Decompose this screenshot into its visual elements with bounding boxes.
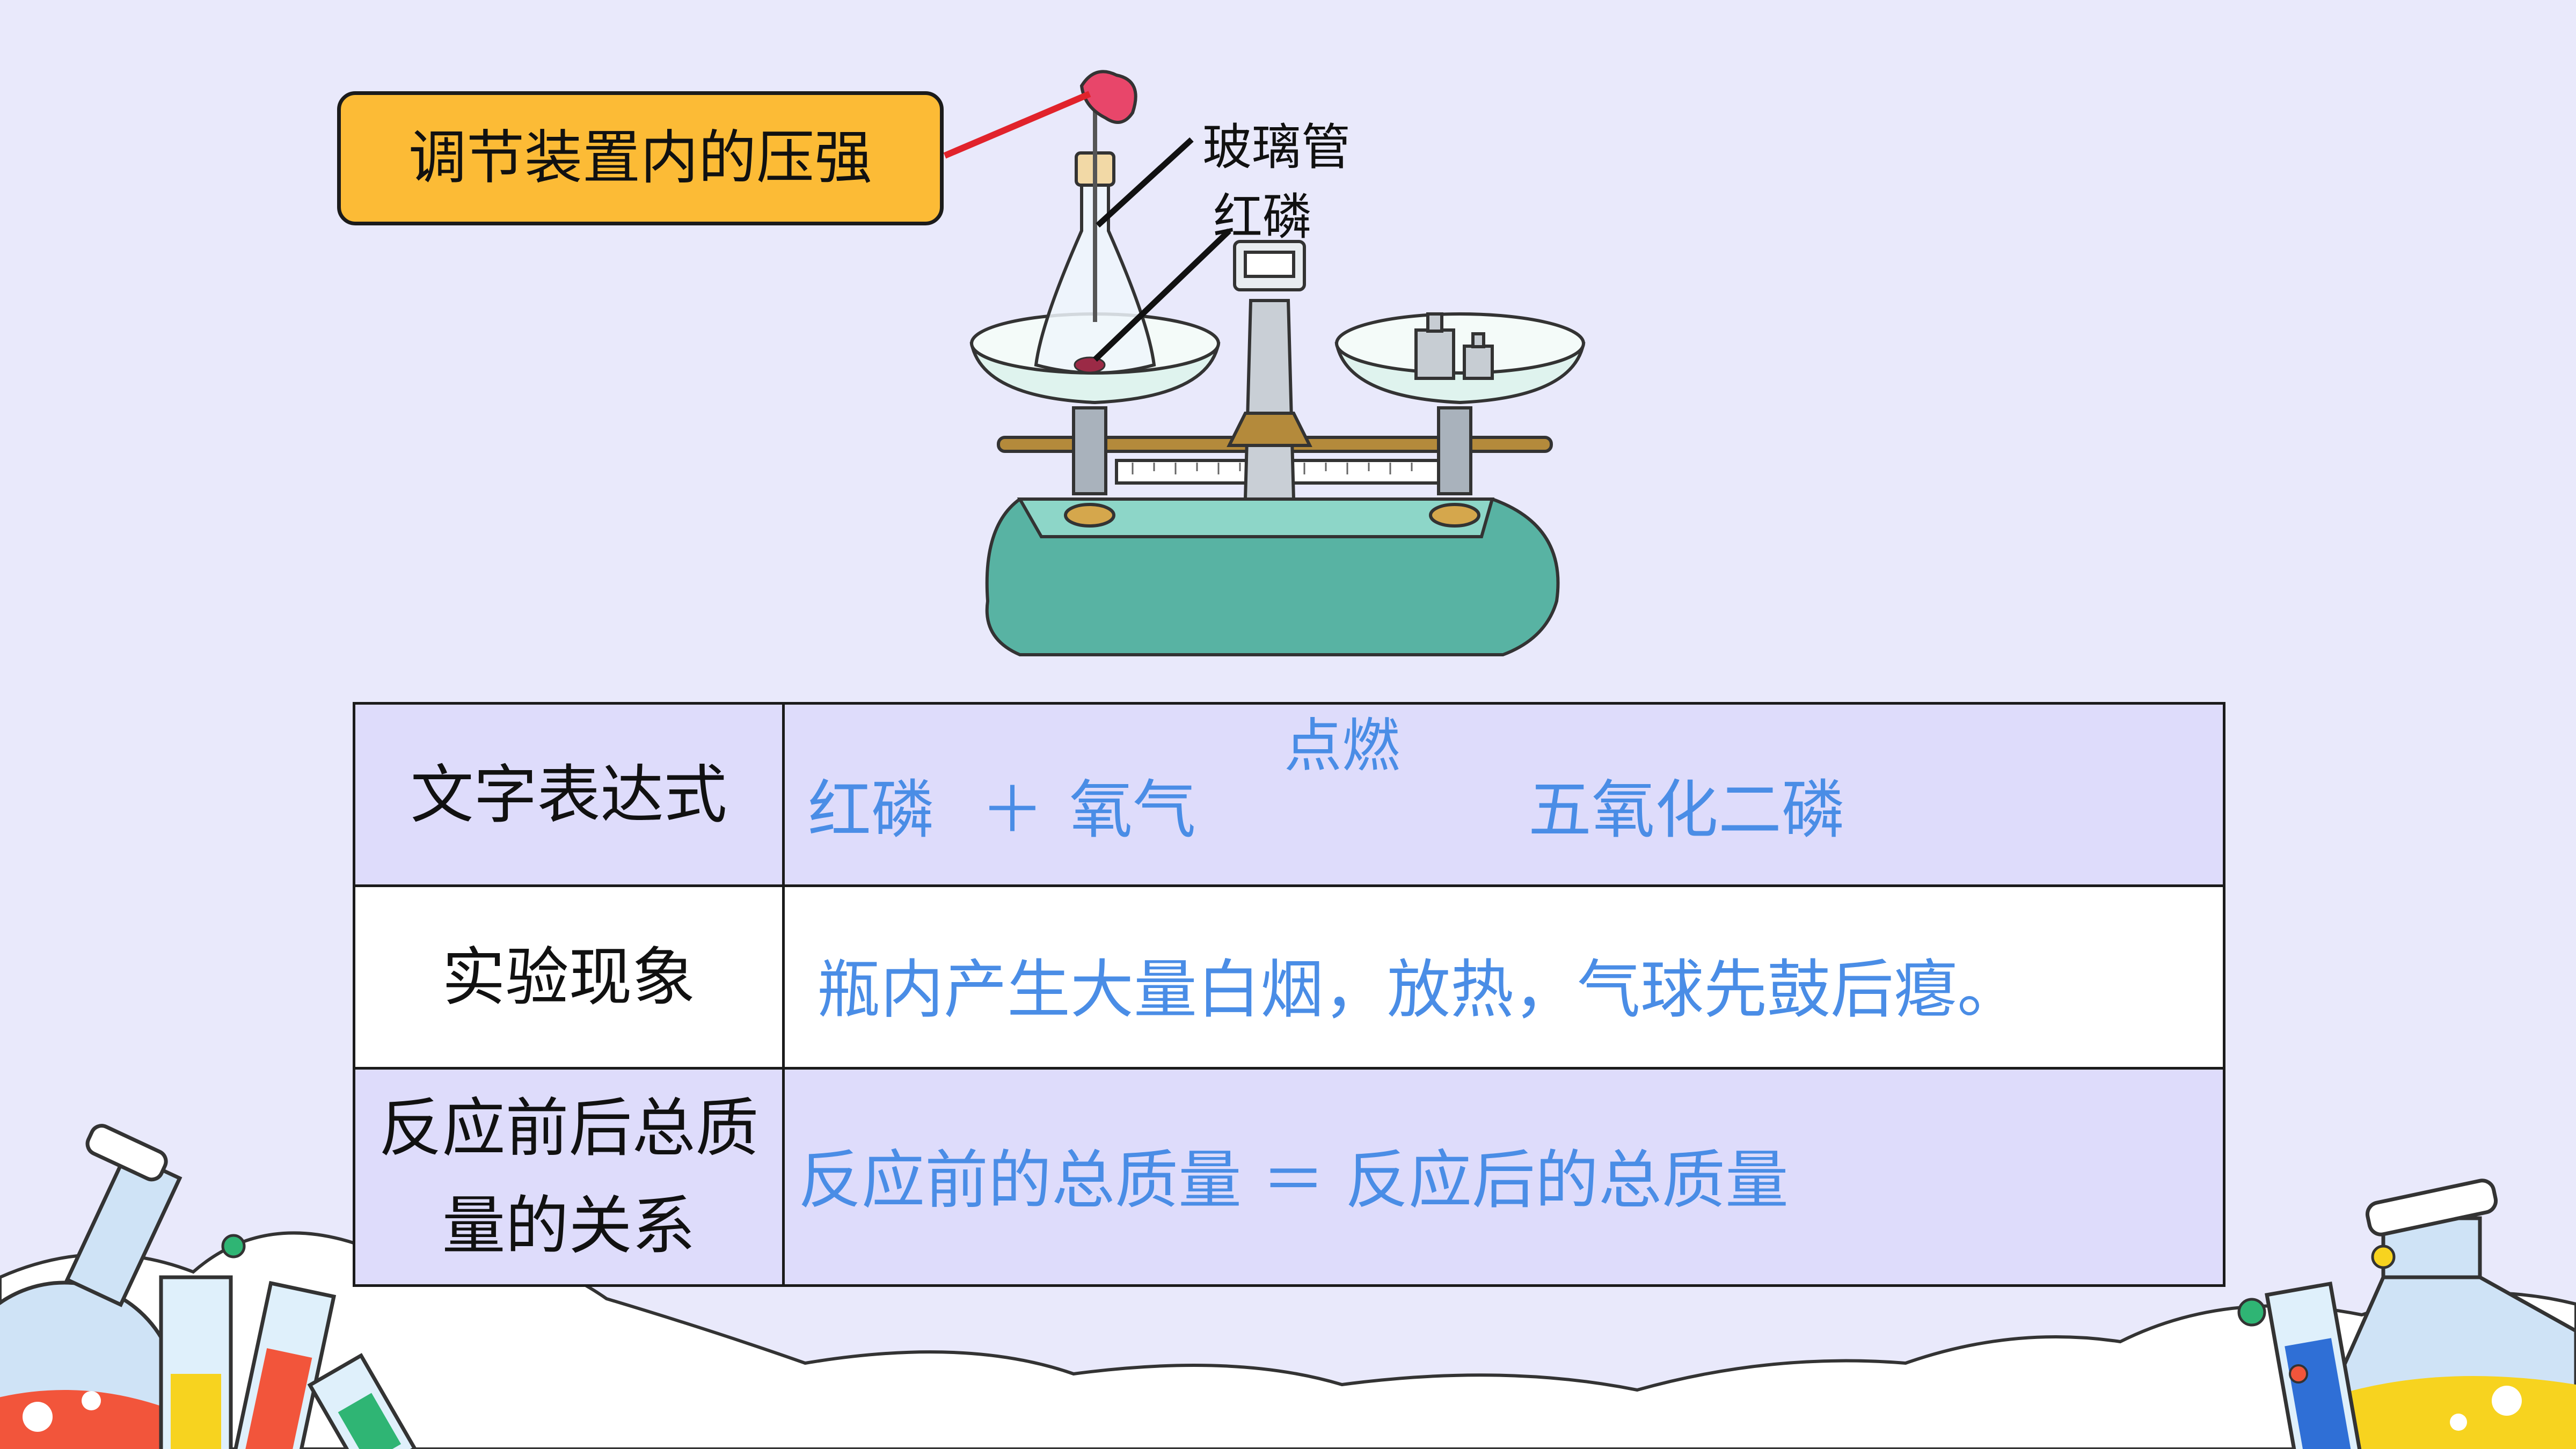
table-row: 文字表达式 红磷 ＋ 氧气 点燃 五氧化二磷 (355, 705, 2223, 887)
red-phosphorus (1074, 356, 1106, 374)
red-phosphorus-label: 红磷 (1213, 188, 1312, 246)
row-header-phenomenon: 实验现象 (355, 887, 785, 1067)
row-header-word-equation: 文字表达式 (355, 705, 785, 884)
glass-tube-pointer-line (1096, 137, 1194, 228)
weight-small (1463, 345, 1494, 380)
red-phosphorus-pointer-line (1093, 229, 1231, 362)
flask-decoration-left (0, 1124, 418, 1449)
mass-relation-text: 反应前的总质量 ＝ 反应后的总质量 (798, 1143, 1789, 1217)
reaction-condition: 点燃 (1284, 713, 1400, 780)
reactant-oxygen: 氧气 (1069, 773, 1196, 847)
callout-pointer-line (943, 91, 1091, 159)
reactant-phosphorus: 红磷 (808, 773, 935, 847)
table-row: 实验现象 瓶内产生大量白烟，放热，气球先鼓后瘪。 (355, 887, 2223, 1070)
plus-sign: ＋ (981, 773, 1045, 847)
balloon (1079, 70, 1137, 124)
weight-large (1414, 328, 1455, 380)
glass-tube-label: 玻璃管 (1202, 119, 1351, 176)
callout-text: 调节装置内的压强 (408, 125, 872, 192)
flask-decoration-right (2237, 1179, 2576, 1449)
phenomenon-text: 瓶内产生大量白烟，放热，气球先鼓后瘪。 (817, 953, 2021, 1027)
row-header-mass-relation: 反应前后总质量的关系 (355, 1070, 785, 1284)
table-row: 反应前后总质量的关系 反应前的总质量 ＝ 反应后的总质量 (355, 1070, 2223, 1284)
experiment-table: 文字表达式 红磷 ＋ 氧气 点燃 五氧化二磷 实验现象 瓶内产生大量白烟，放热，… (353, 702, 2225, 1287)
pressure-callout: 调节装置内的压强 (337, 91, 944, 225)
product-p2o5: 五氧化二磷 (1528, 773, 1845, 847)
